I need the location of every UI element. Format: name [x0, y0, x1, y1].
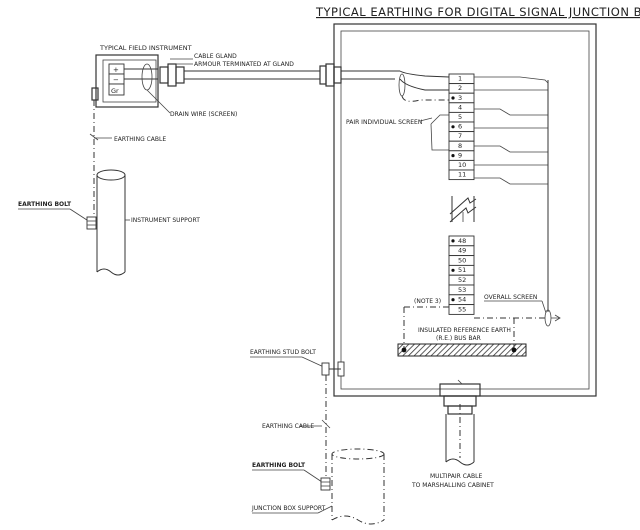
instrument-terminal-plus: +	[113, 66, 119, 74]
terminal-number: 4	[458, 103, 462, 111]
earthing-bolt-bottom	[320, 477, 331, 491]
terminal-number: 55	[458, 305, 466, 313]
cable-gland	[159, 58, 193, 87]
diagram-title: TYPICAL EARTHING FOR DIGITAL SIGNAL JUNC…	[315, 5, 640, 19]
earthing-bolt-top	[86, 216, 97, 230]
earthing-stud-bolt	[321, 361, 345, 377]
terminal-number: 52	[458, 276, 466, 284]
field-instrument-label: TYPICAL FIELD INSTRUMENT	[99, 44, 192, 52]
junction-box-support	[331, 448, 385, 525]
overall-screen: OVERALL SCREEN	[474, 294, 561, 350]
reference-earth-busbar	[397, 343, 527, 357]
terminal-number: 6	[458, 123, 462, 131]
terminal-number: 5	[458, 113, 462, 121]
multipair-label-line2: TO MARSHALLING CABINET	[411, 482, 494, 489]
terminal-number: 53	[458, 286, 466, 294]
terminal-number: 3	[458, 94, 462, 102]
jb-support-label: JUNCTION BOX SUPPORT	[251, 505, 326, 512]
earthing-cable-label-bottom: EARTHING CABLE	[262, 423, 314, 430]
instrument-earthing: EARTHING CABLE	[89, 87, 166, 218]
terminal-number: 9	[458, 151, 462, 159]
armour-terminated-label: ARMOUR TERMINATED AT GLAND	[194, 61, 294, 68]
terminal-screen-dot	[451, 239, 455, 243]
busbar-label-line2: (R.E.) BUS BAR	[436, 335, 481, 342]
pair-screen-label: PAIR INDIVIDUAL SCREEN	[346, 119, 422, 126]
terminal-number: 54	[458, 296, 466, 304]
terminal-screen-dot	[451, 125, 455, 129]
cable-gland-label: CABLE GLAND	[194, 53, 237, 60]
terminal-number: 51	[458, 266, 466, 274]
terminal-number: 1	[458, 75, 462, 83]
busbar-label-line1: INSULATED REFERENCE EARTH	[418, 327, 511, 334]
terminal-cell	[448, 169, 475, 181]
outgoing-pairs	[474, 76, 549, 312]
bottom-gland	[439, 379, 481, 466]
terminal-number: 10	[458, 161, 466, 169]
instrument-terminal-gr: Gr	[111, 87, 119, 95]
terminal-number: 49	[458, 247, 466, 255]
armoured-cable	[184, 63, 395, 87]
terminal-screen-dot	[451, 268, 455, 272]
drain-wire-label: DRAIN WIRE (SCREEN)	[170, 111, 237, 118]
terminal-number: 7	[458, 132, 462, 140]
terminal-screen-dot	[451, 96, 455, 100]
field-instrument: TYPICAL FIELD INSTRUMENT + − Gr	[95, 44, 192, 114]
terminal-number: 11	[458, 171, 466, 179]
break-symbol	[449, 196, 477, 223]
terminal-number: 8	[458, 142, 462, 150]
earthing-bolt-label-bottom: EARTHING BOLT	[252, 462, 306, 469]
terminal-screen-dot	[451, 298, 455, 302]
terminal-number: 2	[458, 84, 462, 92]
earthing-bolt-label-top: EARTHING BOLT	[18, 201, 72, 208]
earthing-stud-bolt-label: EARTHING STUD BOLT	[250, 349, 316, 356]
terminal-number: 48	[458, 237, 466, 245]
overall-screen-label: OVERALL SCREEN	[484, 294, 537, 301]
pair-screens	[395, 70, 450, 151]
multipair-label-line1: MULTIPAIR CABLE	[430, 473, 482, 480]
terminal-cell	[448, 304, 475, 315]
instrument-support	[96, 169, 126, 276]
terminal-number: 50	[458, 256, 466, 264]
note-label: (NOTE 3)	[414, 298, 441, 305]
instrument-terminal-minus: −	[113, 76, 119, 84]
earthing-cable-label-top: EARTHING CABLE	[114, 136, 166, 143]
terminal-screen-dot	[451, 154, 455, 158]
instrument-support-label: INSTRUMENT SUPPORT	[131, 217, 200, 224]
